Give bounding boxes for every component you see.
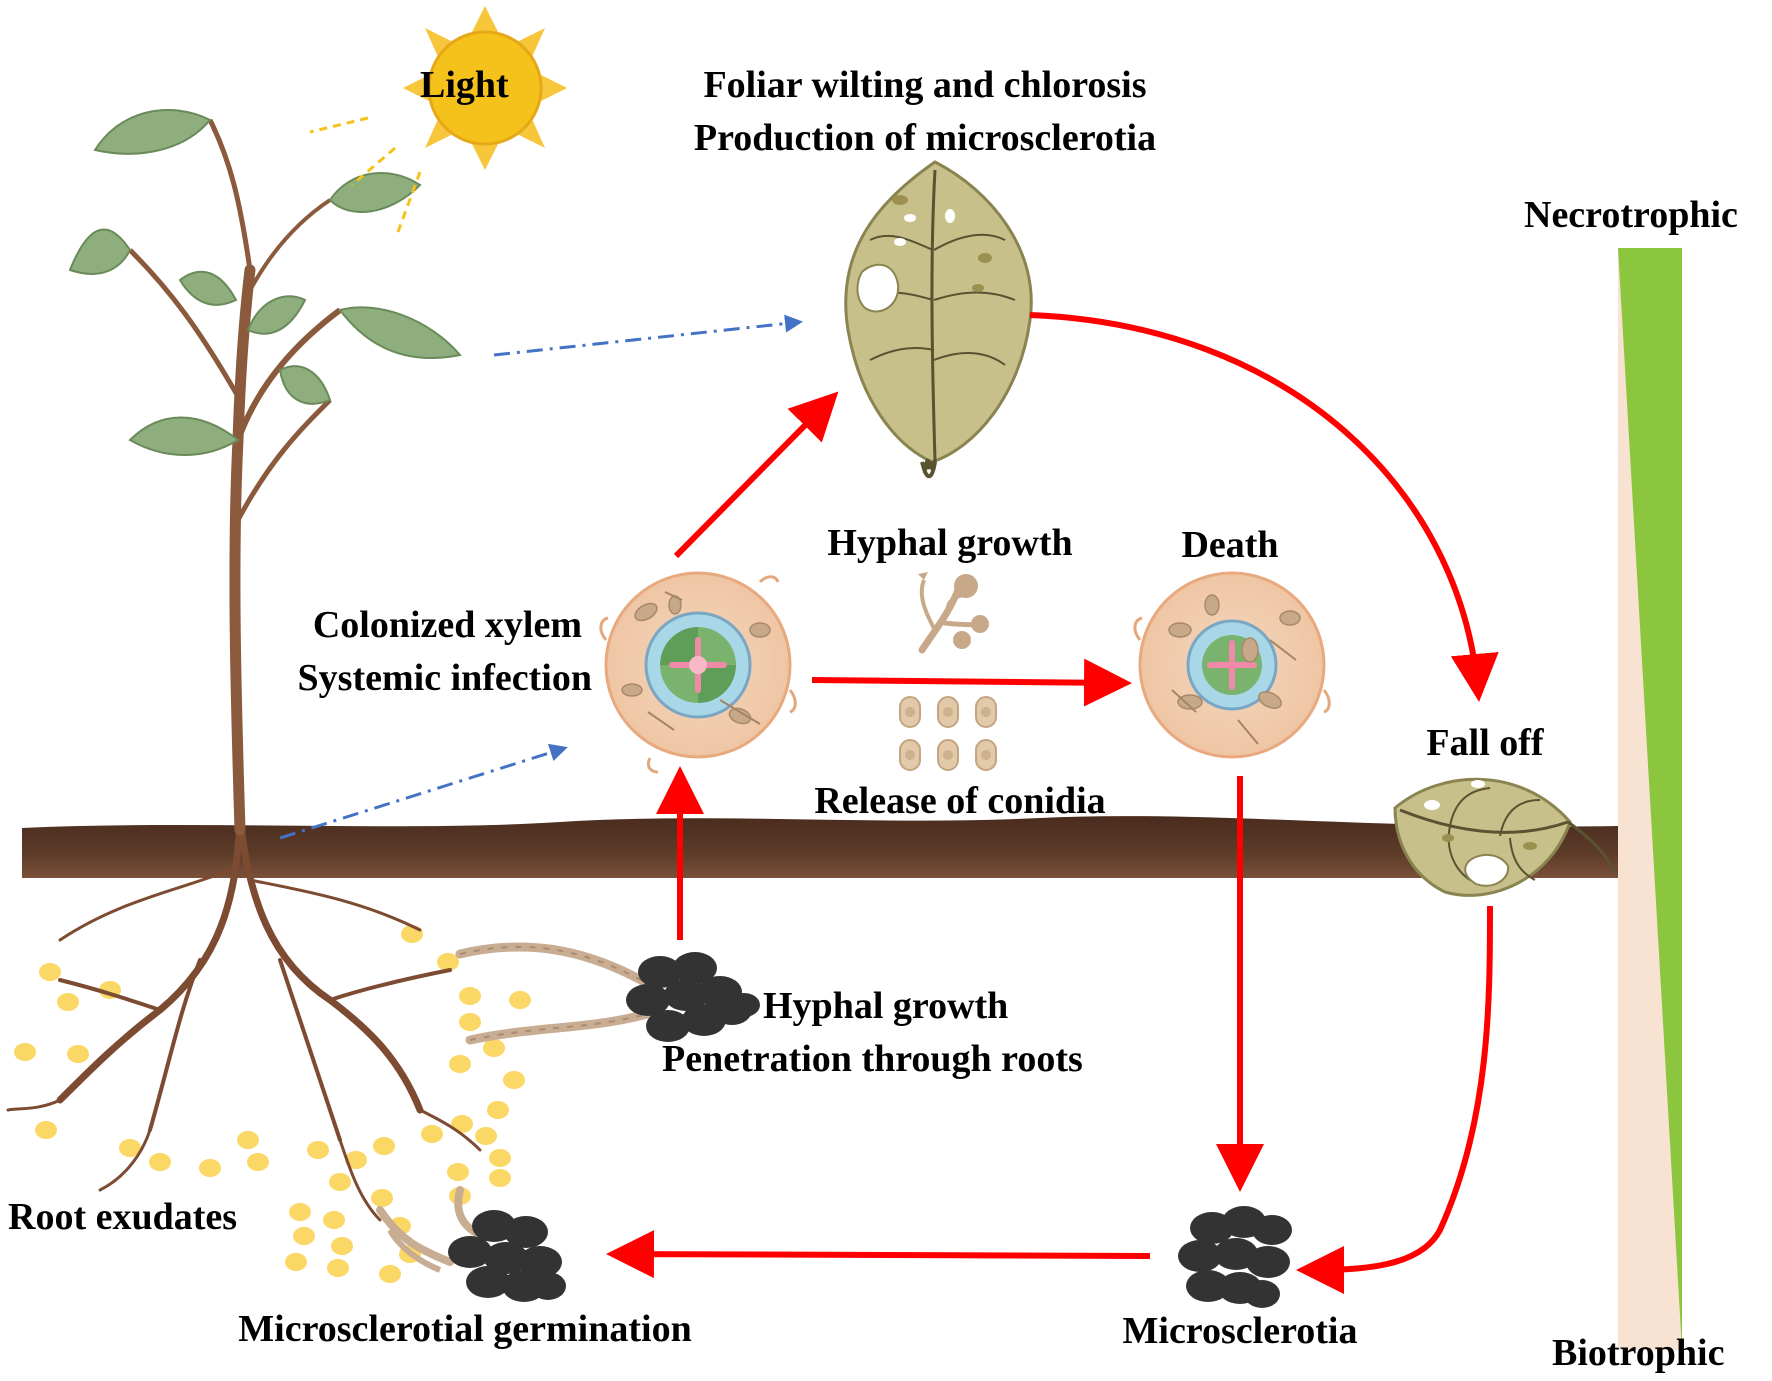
release-of-conidia-label: Release of conidia	[814, 780, 1106, 822]
fall-to-microsclerotia-arrow	[1296, 905, 1493, 1294]
death-label: Death	[1181, 524, 1279, 566]
penetration-through-roots-label: Penetration through roots	[662, 1038, 1083, 1080]
xylem-cross-section-icon	[599, 571, 797, 774]
sun-icon	[309, 6, 567, 233]
necrotrophic-label: Necrotrophic	[1524, 194, 1738, 236]
microsclerotial-germination-label: Microsclerotial germination	[238, 1308, 692, 1350]
soil-layer	[22, 816, 1618, 878]
dead-xylem-cross-section-icon	[1133, 571, 1331, 759]
microsclerotia-label: Microsclerotia	[1122, 1310, 1358, 1352]
microsclerotia-root-icon	[455, 942, 760, 1045]
microsclerotia-cluster-icon	[1178, 1206, 1292, 1308]
hyphal-growth-top-label: Hyphal growth	[827, 522, 1073, 564]
root-exudates-label: Root exudates	[8, 1196, 238, 1238]
systemic-infection-label: Systemic infection	[297, 657, 592, 699]
plant-icon	[6, 109, 482, 1222]
hyphal-growth-bottom-label: Hyphal growth	[763, 985, 1009, 1027]
to-leaf-dash-arrow	[493, 314, 803, 357]
conidia-icon	[899, 696, 997, 771]
biotrophic-label: Biotrophic	[1552, 1332, 1725, 1374]
fallen-leaf-icon	[1393, 777, 1618, 897]
foliar-wilting-label: Foliar wilting and chlorosis	[703, 64, 1147, 106]
xylem-to-leaf-arrow	[673, 391, 839, 559]
microsclerotia-germination-icon	[376, 1186, 566, 1302]
life-cycle-arrows	[606, 312, 1499, 1294]
leaf-to-fall-arrow	[1029, 312, 1499, 702]
light-label: Light	[420, 64, 509, 106]
microsclerotia-production-label: Production of microsclerotia	[693, 117, 1157, 159]
fall-off-label: Fall off	[1426, 722, 1544, 764]
colonized-xylem-label: Colonized xylem	[312, 604, 582, 646]
wilted-leaf-icon	[844, 160, 1033, 479]
microsclerotia-to-germination-arrow	[606, 1230, 1151, 1279]
systemic-transport-arrows	[279, 314, 803, 840]
xylem-to-death-arrow	[811, 658, 1132, 707]
hypha-icon	[918, 572, 989, 654]
necrotrophic-wedge	[1618, 248, 1682, 1350]
lifestyle-gradient-bar	[1618, 248, 1682, 1350]
